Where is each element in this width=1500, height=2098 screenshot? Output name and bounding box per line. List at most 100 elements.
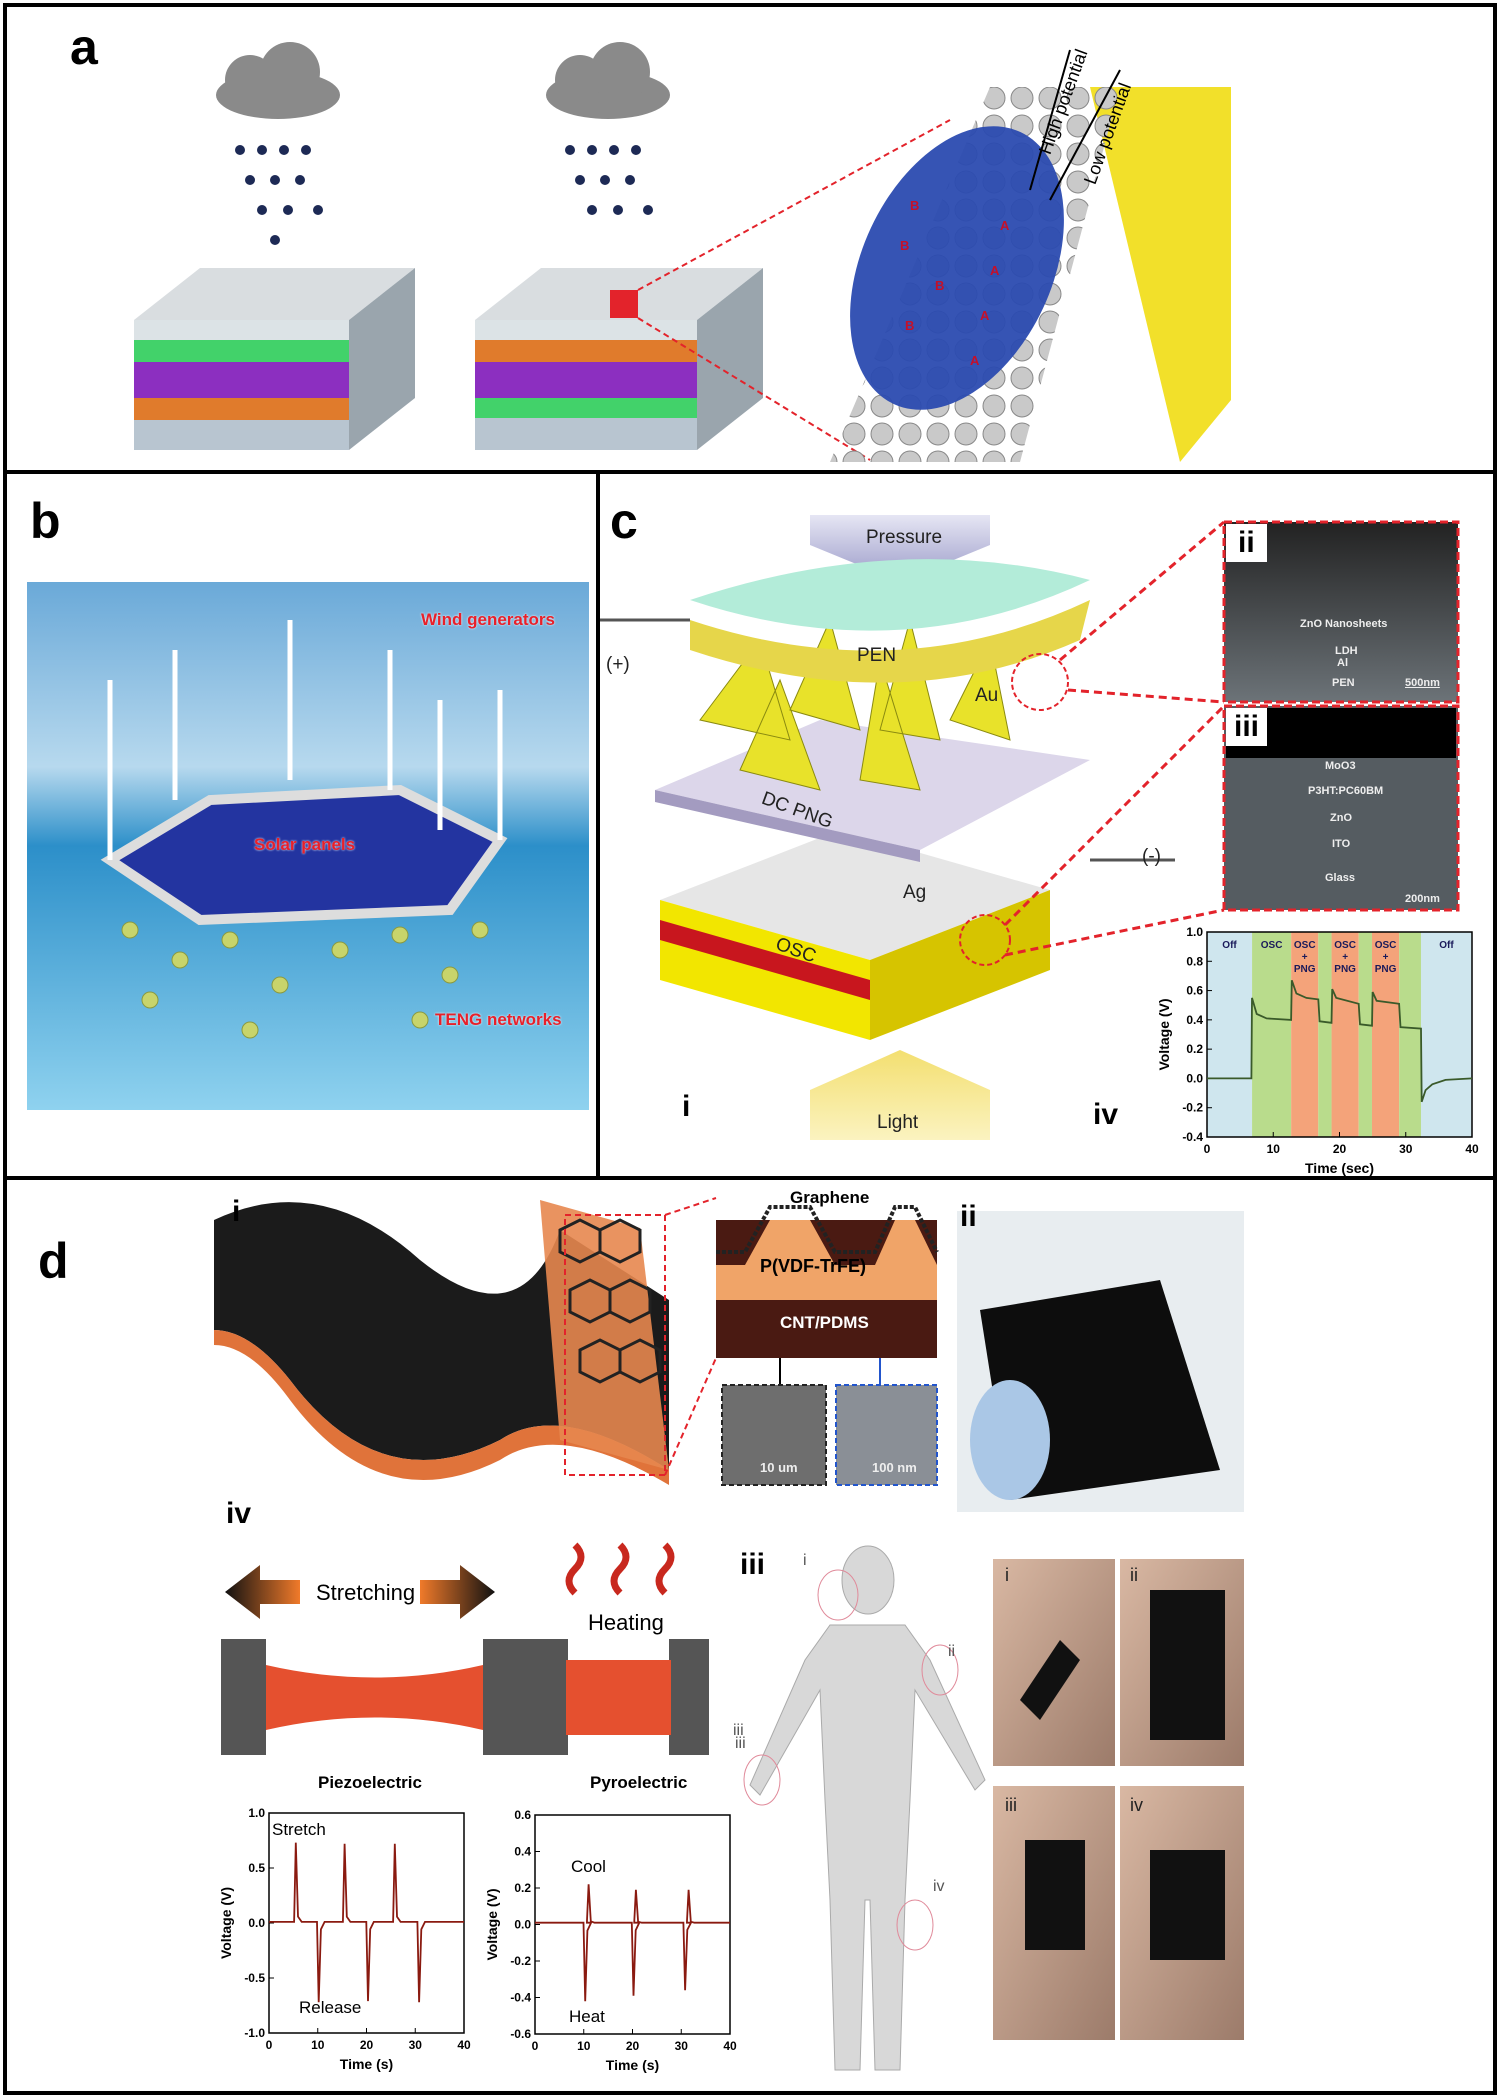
y-tick-label: -0.2	[1182, 1101, 1203, 1115]
sem-scale-200nm: 200nm	[1405, 893, 1440, 905]
shaded-region	[1399, 932, 1421, 1137]
shaded-region	[1318, 932, 1332, 1137]
x-tick-label: 10	[577, 2039, 591, 2053]
x-tick-label: 30	[409, 2038, 423, 2052]
photo-label-iv: iv	[1130, 1795, 1143, 1815]
x-tick-label: 20	[626, 2039, 640, 2053]
svg-text:A: A	[970, 353, 980, 368]
body-label-iv: iv	[933, 1878, 945, 1895]
sem-label-zno-nanosheets: ZnO Nanosheets	[1300, 618, 1388, 630]
sub-label-c-i: i	[682, 1090, 691, 1123]
y-tick-label: 0.2	[514, 1881, 531, 1895]
y-axis-label: Voltage (V)	[1156, 998, 1172, 1070]
region-label: +	[1383, 952, 1389, 963]
piezoelectric-title: Piezoelectric	[318, 1773, 422, 1792]
svg-text:B: B	[910, 198, 919, 213]
x-tick-label: 0	[532, 2039, 539, 2053]
graphene-label: Graphene	[790, 1188, 870, 1207]
region-label: +	[1302, 952, 1308, 963]
body-label-i: i	[803, 1552, 807, 1569]
y-tick-label: 0.4	[514, 1845, 531, 1859]
x-tick-label: 40	[1465, 1142, 1479, 1156]
water-droplet	[850, 126, 1064, 410]
y-tick-label: 0.0	[1186, 1071, 1203, 1085]
x-tick-label: 0	[266, 2038, 273, 2052]
region-label: OSC	[1261, 940, 1283, 951]
human-body-model	[743, 1545, 986, 2071]
y-tick-label: 0.0	[248, 1916, 265, 1930]
x-tick-label: 10	[311, 2038, 325, 2052]
sub-label-d-iii: iii	[740, 1548, 766, 1581]
annotation-release: Release	[299, 1998, 361, 2017]
y-axis-label: Voltage (V)	[484, 1888, 500, 1960]
y-tick-label: -0.4	[510, 1991, 531, 2005]
annotation-cool: Cool	[571, 1857, 606, 1876]
region-label: PNG	[1334, 964, 1356, 975]
stretching-arrows	[225, 1565, 495, 1619]
region-label: Off	[1439, 940, 1454, 951]
sem-label-glass: Glass	[1325, 872, 1355, 884]
x-tick-label: 30	[675, 2039, 689, 2053]
outer-border	[3, 3, 1497, 2095]
y-tick-label: -0.6	[510, 2027, 531, 2041]
pen-label: PEN	[857, 645, 897, 666]
y-tick-label: 0.4	[1186, 1013, 1203, 1027]
panel-label-b: b	[30, 493, 61, 549]
heating-arrows	[565, 1542, 675, 1596]
x-tick-label: 40	[457, 2038, 471, 2052]
region-label: OSC	[1375, 940, 1397, 951]
device-stack-1	[134, 268, 415, 450]
y-tick-label: 0.5	[248, 1861, 265, 1875]
y-axis-label: Voltage (V)	[218, 1887, 234, 1959]
region-label: PNG	[1294, 964, 1316, 975]
data-line	[269, 1842, 464, 2003]
sub-label-d-ii: ii	[960, 1200, 977, 1233]
sub-label-c-iii: iii	[1226, 708, 1268, 746]
shaded-region	[1358, 932, 1372, 1137]
data-line	[535, 1884, 730, 2002]
svg-text:A: A	[980, 308, 990, 323]
y-tick-label: -0.4	[1182, 1130, 1203, 1144]
region-label: OSC	[1334, 940, 1356, 951]
sub-label-c-iv: iv	[1093, 1098, 1119, 1131]
sem-label-ldh: LDH	[1335, 645, 1358, 657]
svg-text:B: B	[935, 278, 944, 293]
panel-label-a: a	[70, 19, 98, 75]
y-tick-label: 0.0	[514, 1918, 531, 1932]
data-line	[1207, 980, 1473, 1103]
shaded-region	[1291, 932, 1319, 1137]
sub-label-d-i: i	[232, 1195, 241, 1228]
light-arrow	[810, 1050, 990, 1140]
shaded-region	[1371, 932, 1400, 1137]
y-tick-label: 0.6	[514, 1808, 531, 1822]
negative-terminal-label: (-)	[1142, 846, 1161, 867]
solar-panels-label: Solar panels	[254, 835, 356, 854]
ocean-scene	[27, 582, 589, 1110]
stretching-label: Stretching	[316, 1580, 416, 1605]
body-label-ii: ii	[948, 1643, 956, 1660]
au-label: Au	[975, 685, 999, 706]
flexible-device	[214, 1197, 717, 1485]
cnt-pdms-label: CNT/PDMS	[780, 1313, 869, 1332]
pvdf-trfe-label: P(VDF-TrFE)	[760, 1256, 866, 1276]
sem-label-al: Al	[1337, 657, 1348, 669]
x-tick-label: 20	[360, 2038, 374, 2052]
y-tick-label: 0.6	[1186, 984, 1203, 998]
layer-diagram	[716, 1205, 939, 1486]
y-tick-label: -0.5	[244, 1971, 265, 1985]
pressure-arrow	[810, 515, 990, 582]
sub-label-c-ii: ii	[1226, 524, 1267, 562]
sem-label-zno: ZnO	[1330, 812, 1352, 824]
region-label: PNG	[1375, 964, 1397, 975]
region-label: Off	[1222, 940, 1237, 951]
photo-label-i: i	[1005, 1565, 1009, 1585]
cloud-icon	[216, 42, 340, 119]
osc-device	[660, 830, 1050, 1040]
raindrops	[235, 145, 653, 245]
shaded-region	[1207, 932, 1253, 1137]
